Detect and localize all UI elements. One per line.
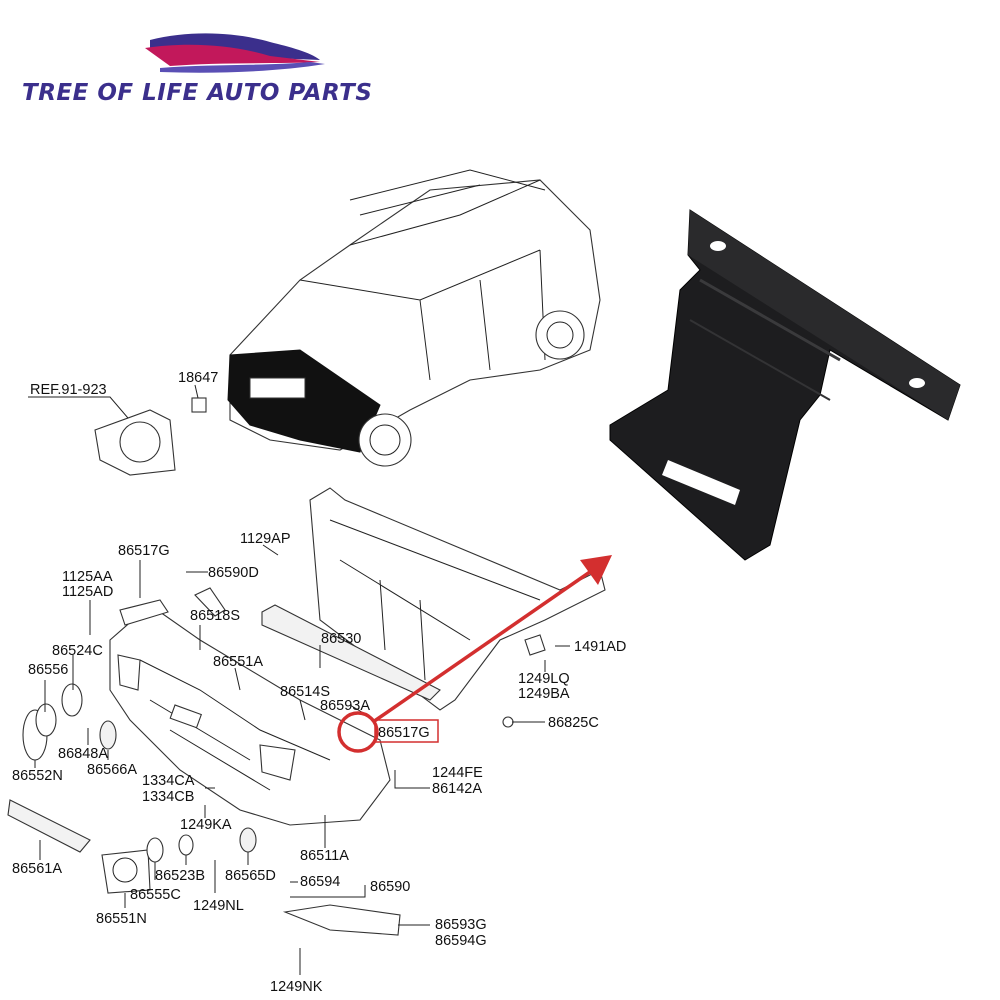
label-86551n: 86551N — [96, 911, 147, 927]
label-86142a: 86142A — [432, 781, 482, 797]
label-1125aa: 1125AA — [62, 569, 113, 585]
highlight-indicator — [337, 555, 612, 753]
label-86590d: 86590D — [208, 565, 259, 581]
label-1125ad: 1125AD — [62, 584, 113, 600]
front-bumper-cover — [109, 604, 391, 826]
fog-lamp-assembly — [28, 384, 207, 476]
label-86848a: 86848A — [58, 746, 108, 762]
label-86594: 86594 — [300, 874, 340, 890]
logo-car-swoosh-bottom — [160, 62, 325, 73]
label-1249lq: 1249LQ — [518, 671, 570, 687]
label-1244fe: 1244FE — [432, 765, 483, 781]
label-86511a: 86511A — [300, 848, 349, 864]
label-1249nk: 1249NK — [270, 979, 323, 995]
label-86590: 86590 — [370, 879, 410, 895]
label-1249ba: 1249BA — [518, 686, 570, 702]
label-1334cb: 1334CB — [142, 789, 194, 805]
label-ref: REF.91-923 — [30, 382, 107, 398]
logo-car-swoosh-red — [145, 44, 320, 66]
brand-name: TREE OF LIFE AUTO PARTS — [22, 80, 373, 106]
label-1491ad: 1491AD — [574, 639, 626, 655]
label-1249ka: 1249KA — [180, 817, 232, 833]
bracket-product-photo — [609, 209, 961, 561]
label-86524c: 86524C — [52, 643, 103, 659]
label-86565d: 86565D — [225, 868, 276, 884]
label-18647: 18647 — [178, 370, 218, 386]
label-86825c: 86825C — [548, 715, 599, 731]
vehicle-illustration — [227, 169, 601, 467]
label-1334ca: 1334CA — [142, 773, 195, 789]
label-86552n: 86552N — [12, 768, 63, 784]
logo-car-swoosh-top — [150, 33, 320, 60]
label-86523b: 86523B — [155, 868, 205, 884]
label-86551a: 86551A — [213, 654, 263, 670]
label-86518s: 86518S — [190, 608, 240, 624]
label-86556: 86556 — [28, 662, 68, 678]
label-86593a: 86593A — [320, 698, 370, 714]
label-86517g-highlighted: 86517G — [378, 725, 430, 741]
label-86555c: 86555C — [130, 887, 181, 903]
label-1129ap: 1129AP — [240, 531, 291, 547]
small-parts — [7, 587, 546, 936]
label-86566a: 86566A — [87, 762, 137, 778]
part-labels: REF.91-923 18647 86517G 1129AP 86590D 11… — [12, 370, 626, 995]
label-1249nl: 1249NL — [193, 898, 244, 914]
label-86593g: 86593G — [435, 917, 487, 933]
label-86594g: 86594G — [435, 933, 487, 949]
bumper-beam — [261, 604, 441, 701]
label-86517g-top: 86517G — [118, 543, 170, 559]
label-86530: 86530 — [321, 631, 361, 647]
brand-logo — [145, 33, 325, 73]
label-86514s: 86514S — [280, 684, 330, 700]
label-86561a: 86561A — [12, 861, 62, 877]
